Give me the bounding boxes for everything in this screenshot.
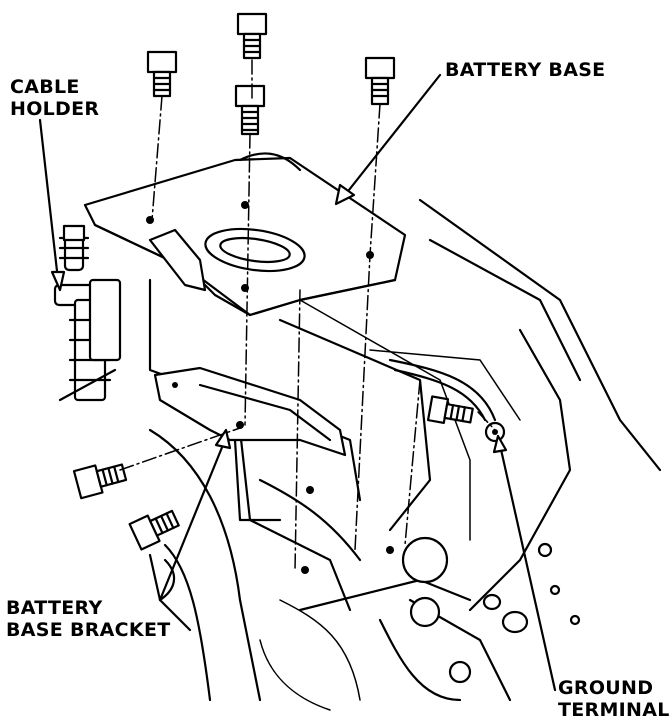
- ground-terminal-label-line2: TERMINAL: [558, 699, 670, 721]
- battery-base-bracket: [153, 366, 347, 522]
- battery-base-bracket-label-line1: BATTERY: [6, 597, 103, 619]
- leader-battery-base-bracket: [158, 438, 227, 602]
- bracket-hole: [236, 421, 244, 429]
- bolt-bracket-lower: [128, 509, 180, 551]
- cable-holder-label-line1: CABLE: [10, 76, 80, 98]
- bolt-ground: [426, 395, 474, 424]
- vehicle-body-lines: [148, 198, 662, 711]
- engine-components: [301, 486, 581, 684]
- battery-base-bracket-label-line2: BASE BRACKET: [6, 619, 171, 641]
- cable-holder-label-line2: HOLDER: [10, 98, 100, 120]
- battery-base: [83, 152, 407, 317]
- bolt-cable-holder: [62, 224, 86, 242]
- mount-hole: [241, 201, 249, 209]
- leader-lines: [38, 73, 557, 692]
- battery-base-label: BATTERY BASE: [445, 59, 606, 81]
- ground-terminal-label: GROUND TERMINAL: [558, 677, 670, 721]
- battery-base-bracket-label: BATTERY BASE BRACKET: [6, 597, 171, 641]
- bolt-left: [146, 50, 178, 98]
- bolt-top: [236, 12, 268, 60]
- leader-battery-base: [343, 73, 442, 197]
- bracket-hole: [172, 382, 178, 388]
- alignment-lines: [119, 59, 496, 571]
- bolt-center: [234, 84, 266, 136]
- cable-holder-label: CABLE HOLDER: [10, 76, 99, 120]
- ground-cable: [388, 358, 506, 443]
- cable-holder-assembly: [53, 228, 122, 402]
- ground-terminal-label-line1: GROUND: [558, 677, 654, 699]
- leader-cable-holder: [38, 118, 60, 282]
- bolt-right: [364, 56, 396, 106]
- bolt-bracket-side: [72, 463, 128, 500]
- leader-ground-terminal: [498, 443, 557, 692]
